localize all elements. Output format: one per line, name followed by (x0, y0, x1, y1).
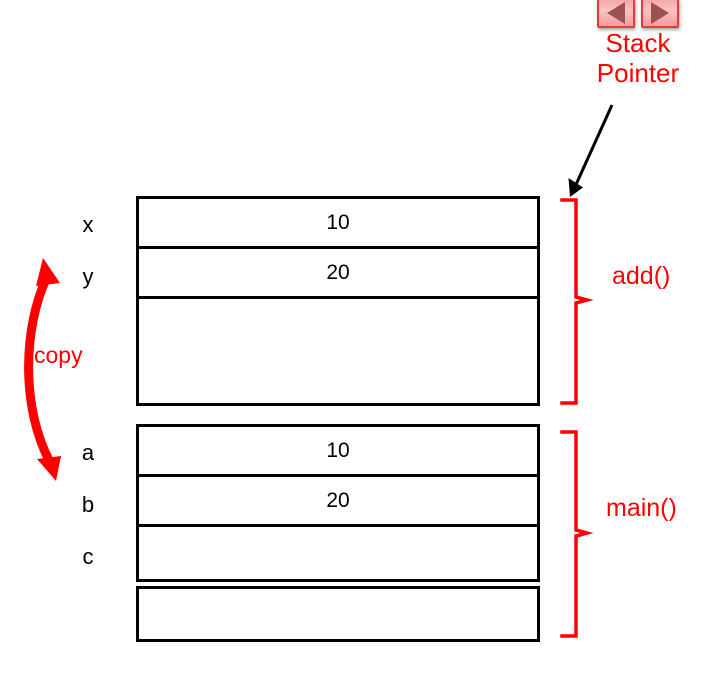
stack-slot-y: 20 (139, 249, 537, 299)
stack-slot-add-empty (139, 299, 537, 403)
stack-pointer-line-1: Stack (605, 28, 671, 58)
stack-slot-c (139, 527, 537, 579)
triangle-right-icon (651, 2, 669, 24)
stack-slot-y-value: 20 (326, 260, 350, 284)
frame-brace-label-main: main() (606, 494, 677, 522)
stack-slot-a-value: 10 (326, 438, 350, 462)
stack-slot-a: 10 (139, 427, 537, 477)
variable-label-c: c (82, 544, 94, 569)
frame-brace-add-icon (560, 198, 594, 405)
triangle-left-icon (607, 2, 625, 24)
next-slide-button[interactable] (641, 0, 679, 28)
frame-brace-label-add: add() (612, 262, 671, 290)
stack-pointer-line-2: Pointer (596, 58, 680, 88)
stack-slot-x: 10 (139, 199, 537, 249)
stack-pointer-label: Stack Pointer (575, 28, 701, 88)
stack-frame-main: 10 20 (136, 424, 540, 582)
stack-pointer-arrow-icon (568, 104, 614, 197)
variable-label-x: x (82, 212, 94, 237)
stack-slot-b-value: 20 (326, 488, 350, 512)
frame-brace-main-icon (560, 430, 594, 638)
copy-arrow-icon (24, 258, 61, 481)
stack-frame-add: 10 20 (136, 196, 540, 406)
stack-slot-x-value: 10 (326, 210, 350, 234)
stack-slot-b: 20 (139, 477, 537, 527)
variable-label-a: a (81, 440, 95, 465)
previous-slide-button[interactable] (597, 0, 635, 28)
stack-slot-main-empty (136, 586, 540, 642)
copy-annotation-label: copy (34, 342, 83, 368)
variable-label-b: b (81, 492, 95, 517)
variable-label-y: y (82, 264, 94, 289)
